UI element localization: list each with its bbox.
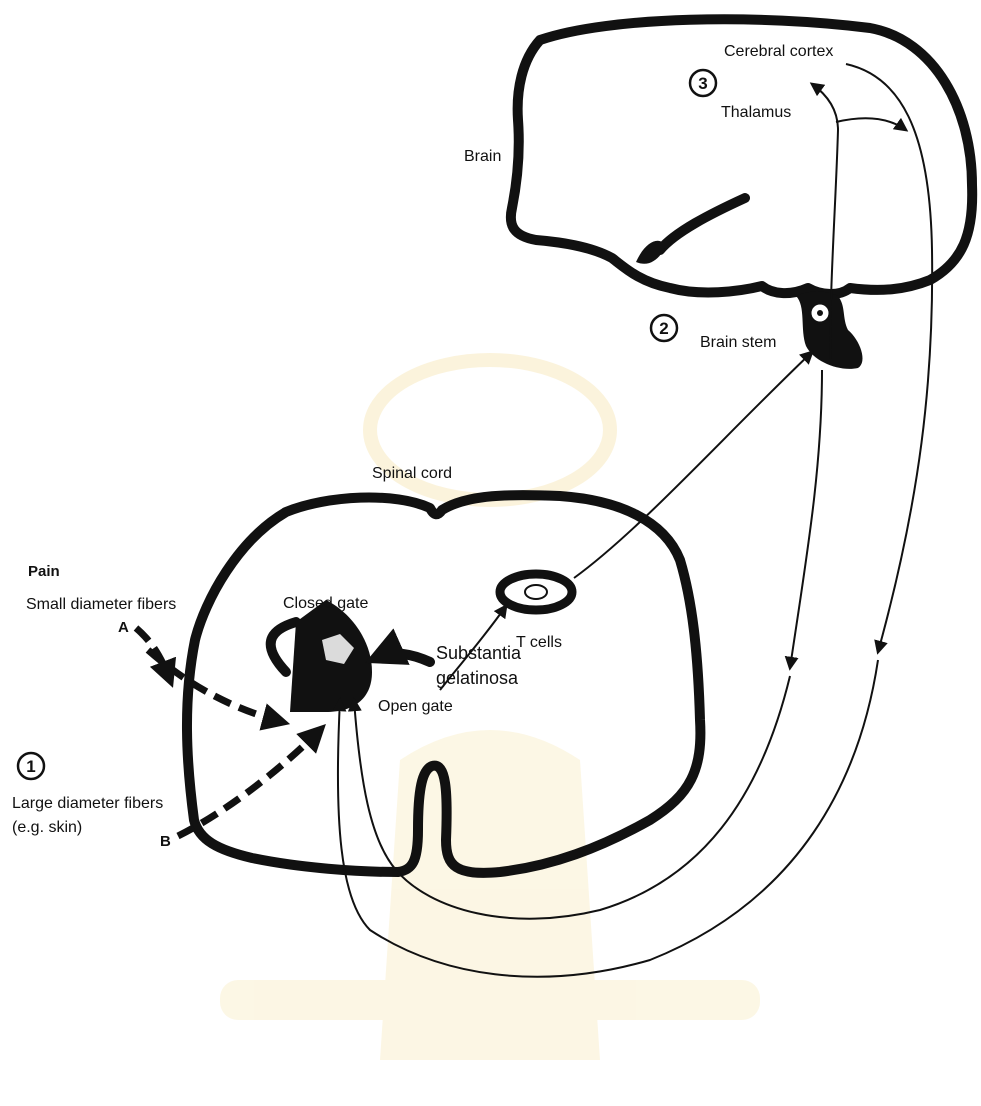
large-fiber-arrow xyxy=(178,730,320,836)
label-open-gate: Open gate xyxy=(378,698,453,715)
brain-outline xyxy=(511,19,972,294)
brainstem-descending-arrow xyxy=(790,370,822,668)
t-cells xyxy=(500,574,572,610)
gate-structure xyxy=(271,600,372,712)
label-closed-gate: Closed gate xyxy=(283,595,368,612)
label-substantia: Substantia xyxy=(436,643,522,663)
label-fiber-b: B xyxy=(160,833,171,850)
brain-temporal-notch xyxy=(636,241,666,264)
label-skin-example: (e.g. skin) xyxy=(12,819,82,836)
label-brain-stem: Brain stem xyxy=(700,334,776,351)
small-fiber-arrow xyxy=(148,650,282,722)
label-gelatinosa: gelatinosa xyxy=(436,668,519,688)
label-small-fibers: Small diameter fibers xyxy=(26,596,176,613)
brain-fissure xyxy=(660,198,745,250)
label-fiber-a: A xyxy=(118,619,129,636)
label-brain: Brain xyxy=(464,148,501,165)
label-t-cells: T cells xyxy=(516,634,562,651)
svg-text:1: 1 xyxy=(26,757,35,776)
label-thalamus: Thalamus xyxy=(721,104,791,121)
svg-text:3: 3 xyxy=(698,74,707,93)
thalamus-branch-arrow xyxy=(836,118,906,130)
svg-text:2: 2 xyxy=(659,319,668,338)
label-spinal-cord: Spinal cord xyxy=(372,465,452,482)
label-pain: Pain xyxy=(28,563,60,580)
step-marker-1: 1 xyxy=(18,753,44,779)
label-large-fibers: Large diameter fibers xyxy=(12,795,163,812)
ascending-tract-arrow xyxy=(574,352,812,578)
substantia-arrow xyxy=(376,654,430,662)
step-marker-2: 2 xyxy=(651,315,677,341)
step-marker-3: 3 xyxy=(690,70,716,96)
label-cerebral-cortex: Cerebral cortex xyxy=(724,43,833,60)
